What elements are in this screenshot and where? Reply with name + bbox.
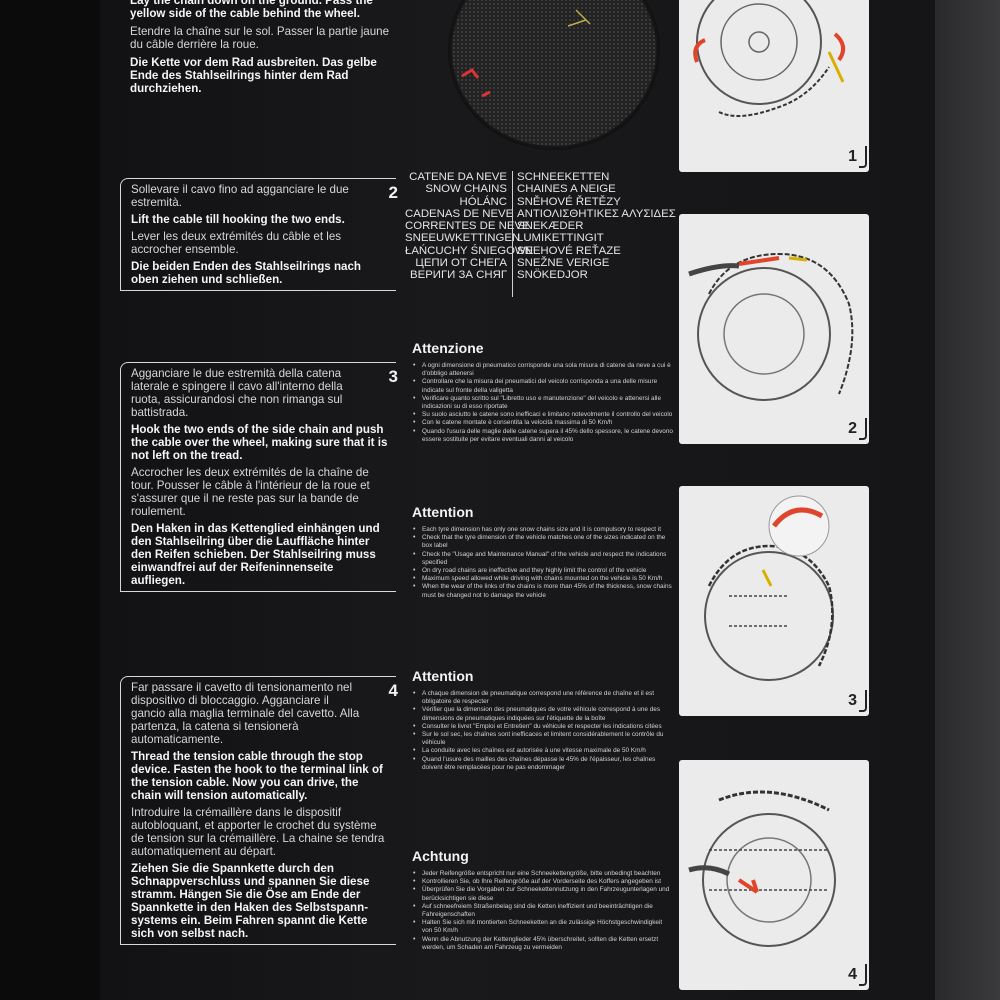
- figure-3: 3: [679, 486, 869, 716]
- step-3-fr: Accrocher les deux extrémités de la chaî…: [131, 466, 370, 518]
- step-4-number: 4: [388, 681, 398, 700]
- name-sk: SNEHOVÉ REŤAZE: [517, 244, 621, 257]
- background-left: [0, 0, 100, 1000]
- figure-2-number: 2: [848, 420, 857, 437]
- step-3-en: Hook the two ends of the side chain and …: [131, 423, 388, 462]
- warning-item: Maximum speed allowed while driving with…: [412, 575, 674, 583]
- product-names-left: CATENE DA NEVE SNOW CHAINS HÓLÁNC CADENA…: [405, 171, 534, 282]
- figure-2: 2: [679, 214, 869, 444]
- step-2-fr: Lever les deux extrémités du câble et le…: [131, 230, 342, 256]
- warning-it: Attenzione A ogni dimensione di pneumati…: [412, 340, 674, 444]
- figure-3-bracket: [859, 690, 867, 712]
- warning-item: Wenn die Abnutzung der Kettenglieder 45%…: [412, 936, 674, 952]
- step-3-box: 3 Agganciare le due estremità della cate…: [120, 362, 398, 592]
- figure-1: 1: [679, 0, 869, 172]
- figure-1-bracket: [859, 146, 867, 168]
- step-4-fr: Introduire la crémaillère dans le dispos…: [131, 806, 385, 858]
- warning-item: Each tyre dimension has only one snow ch…: [412, 526, 674, 534]
- step-4-de: Ziehen Sie die Spannkette durch den Schn…: [131, 862, 370, 940]
- step-2-it: Sollevare il cavo fino ad agganciare le …: [131, 183, 349, 209]
- warning-en-title: Attention: [412, 504, 474, 520]
- name-de: SCHNEEKETTEN: [517, 171, 610, 183]
- name-cz: SNĚHOVÉ ŘETĚZY: [517, 195, 621, 208]
- name-pl: ŁAŃCUCHY ŚNIEGOWE: [405, 244, 534, 257]
- warning-item: Jeder Reifengröße entspricht nur eine Sc…: [412, 870, 674, 878]
- name-bg: ВЕРИГИ ЗА СНЯГ: [410, 269, 507, 282]
- figure-4: 4: [679, 760, 869, 990]
- step-3-number: 3: [388, 367, 398, 386]
- warning-item: A ogni dimensione di pneumatico corrispo…: [412, 362, 674, 378]
- step-4-it: Far passare il cavetto di tensionamento …: [131, 681, 360, 746]
- warning-item: Quand l'usure des mailles des chaînes dé…: [412, 756, 674, 772]
- step-2-number: 2: [388, 183, 398, 202]
- warning-item: Sur le sol sec, les chaînes sont ineffic…: [412, 731, 674, 747]
- step-4-box: 4 Far passare il cavetto di tensionament…: [120, 676, 398, 945]
- step-3-de: Den Haken in das Kettenglied einhängen u…: [131, 522, 380, 587]
- hooking-cable-illustration-icon: [688, 252, 854, 401]
- warning-item: Verificare quanto scritto sul "Libretto …: [412, 395, 674, 411]
- step-4-en: Thread the tension cable through the sto…: [131, 750, 383, 802]
- name-nl: SNEEUWKETTINGEN: [405, 232, 521, 245]
- warning-item: Su suolo asciutto le catene sono ineffic…: [412, 411, 674, 419]
- figure-4-bracket: [859, 964, 867, 986]
- warning-fr-title: Attention: [412, 668, 474, 684]
- chain-mesh-disc-image: [448, 0, 660, 150]
- figure-1-number: 1: [848, 148, 857, 165]
- warning-item: Kontrollieren Sie, ob Ihre Reifengröße a…: [412, 878, 674, 886]
- warning-item: On dry road chains are ineffective and t…: [412, 567, 674, 575]
- name-hu: HÓLÁNC: [459, 195, 507, 208]
- warning-item: Controllare che la misura dei pneumatici…: [412, 378, 674, 394]
- warning-item: Con le catene montate è consentita la ve…: [412, 419, 674, 427]
- name-ru: ЦЕПИ ОТ СНЕГА: [415, 257, 507, 270]
- name-gr: ΑΝΤΙΟΛΙΣΘΗΤΙΚΕΣ ΑΛΥΣΙΔΕΣ: [517, 207, 676, 220]
- warning-it-title: Attenzione: [412, 340, 484, 356]
- warning-item: Check the "Usage and Maintenance Manual"…: [412, 551, 674, 567]
- step-1-fr: Etendre la chaîne sur le sol. Passer la …: [130, 25, 390, 51]
- wheel-chain-illustration-icon: [693, 0, 846, 117]
- figure-4-number: 4: [848, 966, 857, 983]
- warning-item: La conduite avec les chaînes est autoris…: [412, 747, 674, 755]
- name-es: CADENAS DE NEVE: [405, 207, 514, 220]
- step-1-de: Die Kette vor dem Rad ausbreiten. Das ge…: [130, 56, 377, 95]
- warning-fr: Attention A chaque dimension de pneumati…: [412, 668, 674, 772]
- name-it: CATENE DA NEVE: [409, 171, 507, 183]
- name-dk: SNEKÆDER: [517, 220, 584, 233]
- figure-2-bracket: [859, 418, 867, 440]
- warning-item: Quando l'usura delle maglie delle catene…: [412, 428, 674, 444]
- name-fi: LUMIKETTINGIT: [517, 232, 604, 245]
- warning-item: Halten Sie sich mit montierten Schneeket…: [412, 919, 674, 935]
- names-divider: [512, 171, 513, 297]
- mesh-texture-icon: [452, 0, 656, 146]
- warning-de-title: Achtung: [412, 848, 469, 864]
- step-2-en: Lift the cable till hooking the two ends…: [131, 213, 345, 226]
- step-1-text: Lay the chain down on the ground. Pass t…: [130, 0, 390, 100]
- name-si: SNEŽNE VERIGE: [517, 257, 610, 270]
- figure-3-number: 3: [848, 692, 857, 709]
- name-fr: CHAINES A NEIGE: [517, 183, 616, 196]
- name-pt: CORRENTES DE NEVE: [405, 220, 530, 233]
- warning-item: When the wear of the links of the chains…: [412, 583, 674, 599]
- step-2-de: Die beiden Enden des Stahlseilrings nach…: [131, 260, 362, 286]
- warning-item: Check that the tyre dimension of the veh…: [412, 534, 674, 550]
- side-chain-illustration-icon: [704, 495, 834, 681]
- warning-item: Auf schneefreiem Straßenbelag sind die K…: [412, 903, 674, 919]
- step-1-en: Lay the chain down on the ground. Pass t…: [130, 0, 373, 20]
- step-3-it: Agganciare le due estremità della catena…: [131, 367, 343, 419]
- warning-item: Überprüfen Sie die Vorgaben zur Schneeke…: [412, 886, 674, 902]
- name-en: SNOW CHAINS: [425, 183, 507, 196]
- tension-cable-illustration-icon: [688, 790, 836, 947]
- warning-item: Consulter le livret "Emploi et Entretien…: [412, 723, 674, 731]
- warning-item: A chaque dimension de pneumatique corres…: [412, 690, 674, 706]
- name-se: SNÖKEDJOR: [517, 269, 588, 282]
- background-right: [935, 0, 1000, 1000]
- product-names-right: SCHNEEKETTEN CHAINES A NEIGE SNĚHOVÉ ŘET…: [517, 171, 687, 282]
- step-2-box: 2 Sollevare il cavo fino ad agganciare l…: [120, 178, 398, 291]
- warning-de: Achtung Jeder Reifengröße entspricht nur…: [412, 848, 674, 952]
- warning-en: Attention Each tyre dimension has only o…: [412, 504, 674, 600]
- warning-item: Vérifier que la dimension des pneumatiqu…: [412, 706, 674, 722]
